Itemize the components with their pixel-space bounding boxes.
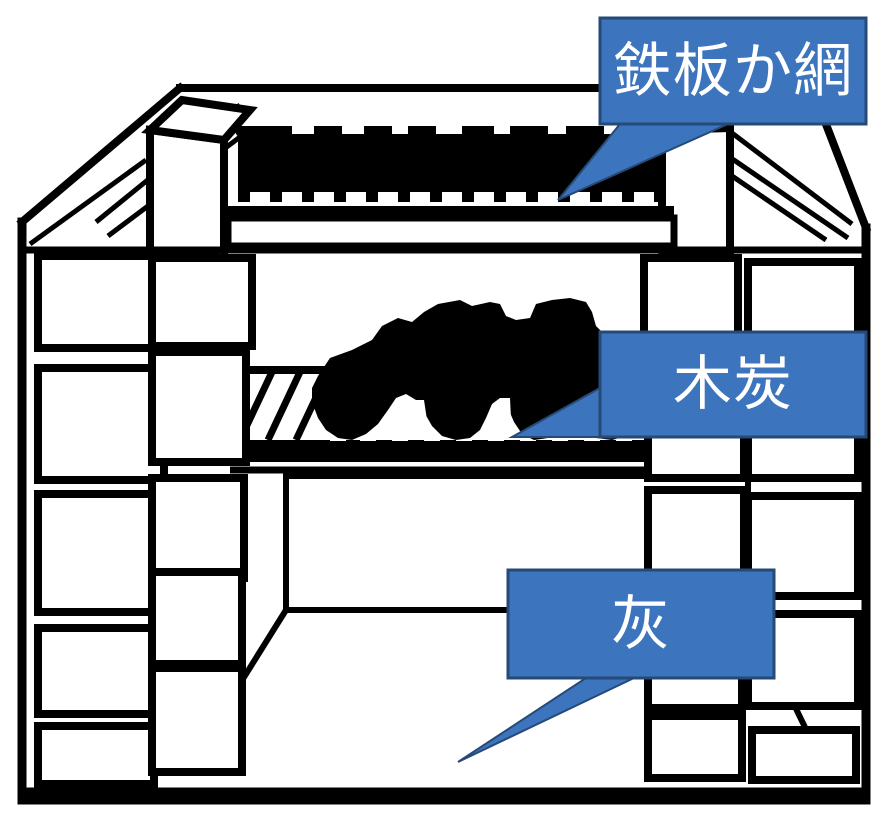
front-outline xyxy=(17,217,871,805)
charcoal-pile xyxy=(312,298,648,440)
brick-wall-left-inner xyxy=(148,254,256,776)
callout-boxes[interactable] xyxy=(506,16,868,680)
callout-tails xyxy=(457,123,729,763)
callout-box-grill-plate xyxy=(598,16,868,126)
callout-box-ash xyxy=(506,568,776,680)
brick-wall-left-outer xyxy=(34,252,168,788)
callout-tail-ash xyxy=(457,677,635,763)
right-inner-perspective xyxy=(726,128,854,243)
callout-box-charcoal xyxy=(598,330,868,439)
